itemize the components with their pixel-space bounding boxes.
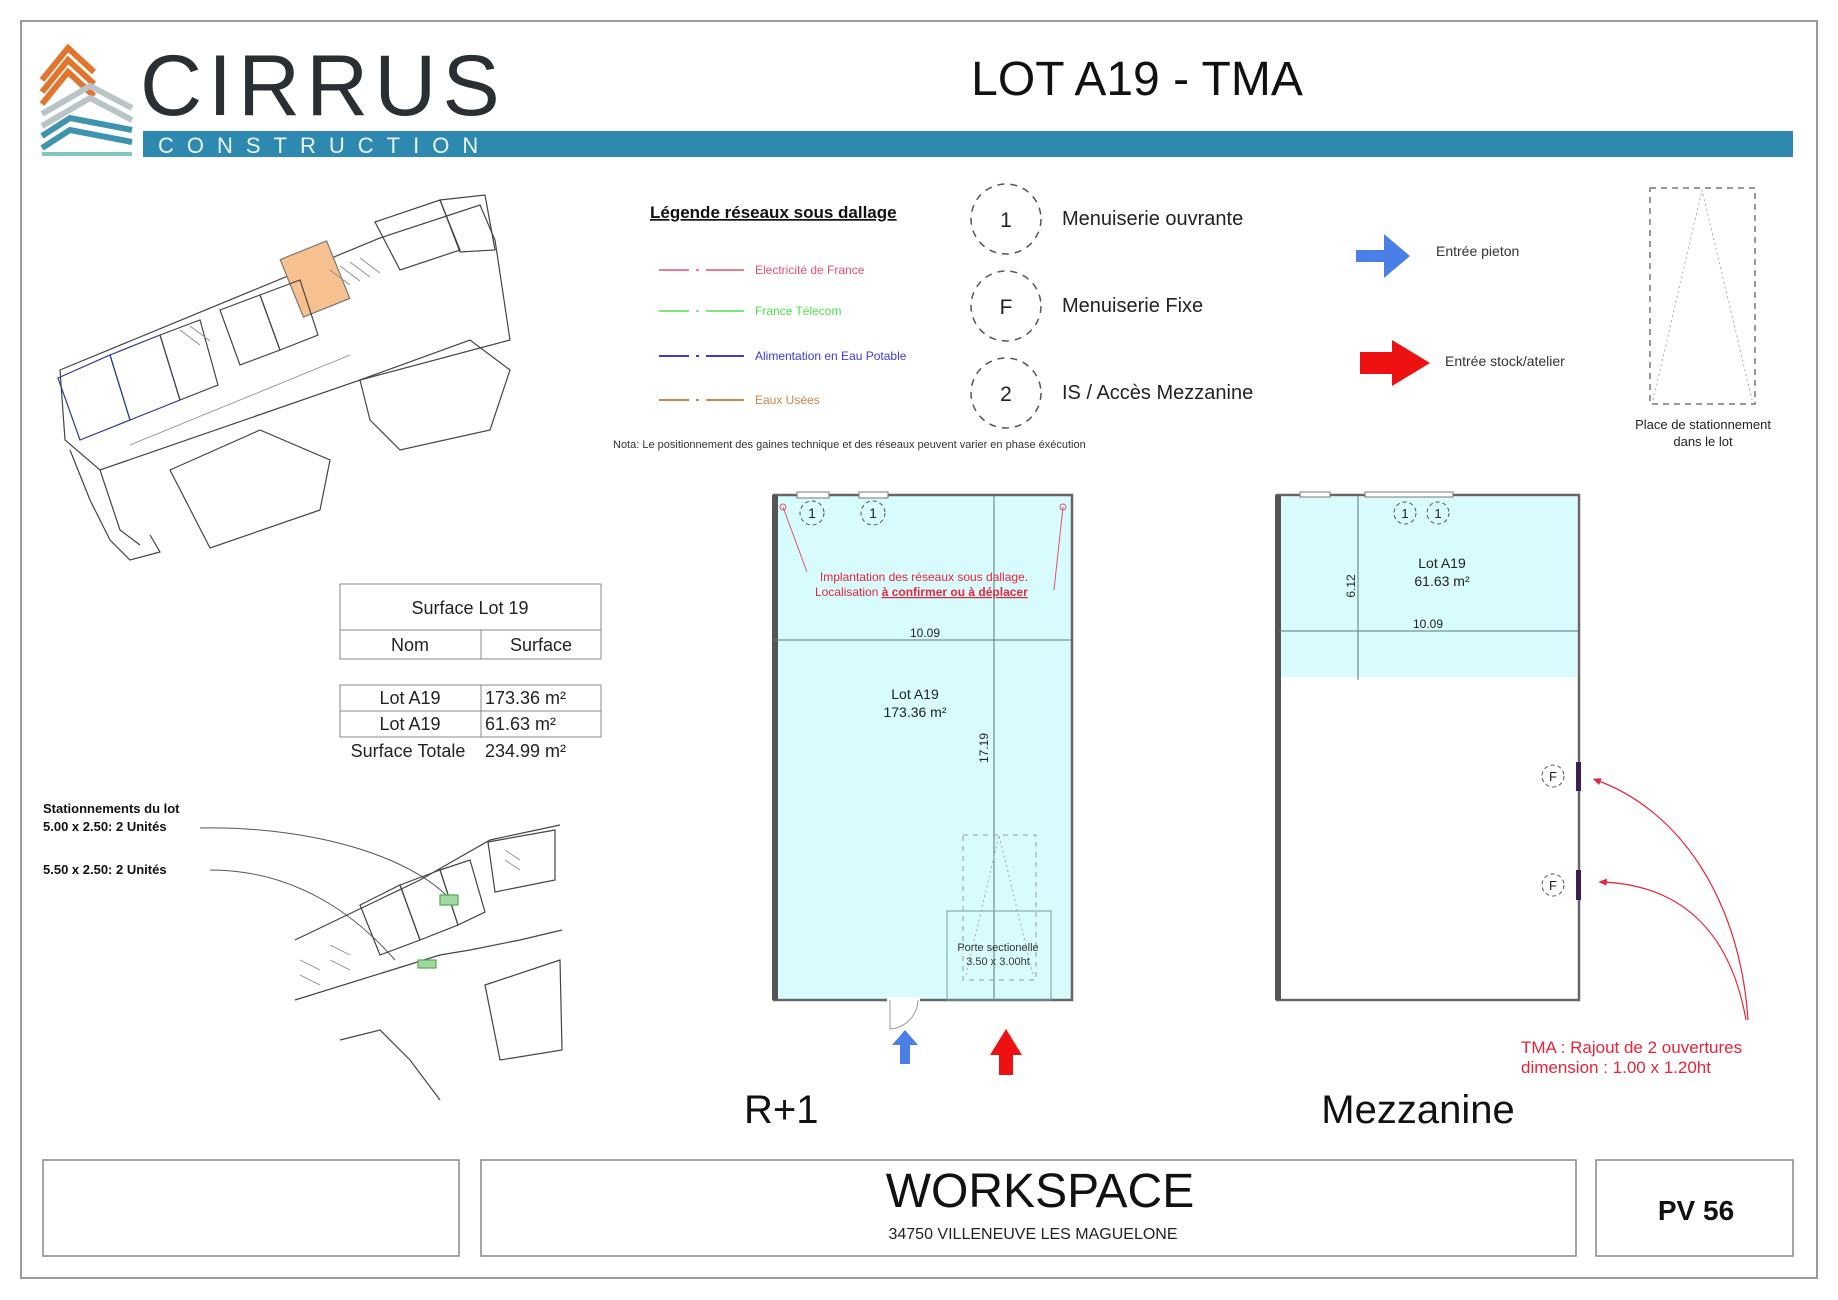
network-note: Localisation à confirmer ou à déplacer (815, 585, 1028, 599)
title-block: WORKSPACE 34750 VILLENEUVE LES MAGUELONE… (42, 1159, 1794, 1257)
symbol-mezzanine-access: 2 IS / Accès Mezzanine (970, 357, 1253, 429)
window-symbol: 1 (1401, 506, 1408, 521)
legend-note: Nota: Le positionnement des gaines techn… (613, 439, 1086, 451)
symbol-legend: 1 Menuiserie ouvrante F Menuiserie Fixe … (970, 183, 1253, 429)
legend-title: Légende réseaux sous dallage (650, 203, 897, 222)
svg-text:Lot A19: Lot A19 (379, 688, 440, 708)
svg-text:173.36 m²: 173.36 m² (485, 688, 566, 708)
project-name: WORKSPACE (886, 1165, 1194, 1218)
svg-text:Lot A19: Lot A19 (379, 714, 440, 734)
symbol-opening-window: 1 Menuiserie ouvrante (970, 183, 1243, 255)
depth-dimension: 17.19 (977, 733, 991, 763)
window-symbol: 1 (1434, 506, 1441, 521)
svg-text:5.50 x 2.50: 2 Unités: 5.50 x 2.50: 2 Unités (43, 862, 167, 877)
legend-item-sewage: Eaux Usées (659, 393, 820, 407)
tma-note: dimension : 1.00 x 1.20ht (1521, 1058, 1711, 1077)
lot-area: 61.63 m² (1414, 573, 1470, 589)
svg-text:Menuiserie Fixe: Menuiserie Fixe (1062, 295, 1203, 317)
total-label: Surface Totale (351, 741, 466, 761)
plan-label-r1: R+1 (744, 1088, 819, 1132)
floor-plan-mezzanine: 1 1 10.09 6.12 Lot A19 61.63 m² F F TMA … (1275, 491, 1749, 1132)
parking-info: Stationnements du lot 5.00 x 2.50: 2 Uni… (43, 801, 456, 961)
lot-area: 173.36 m² (883, 704, 946, 720)
svg-text:Alimentation en Eau Potable: Alimentation en Eau Potable (755, 349, 907, 363)
svg-text:Electricité de France: Electricité de France (755, 263, 865, 277)
footer-empty-box (42, 1159, 460, 1257)
lot-name: Lot A19 (1418, 555, 1466, 571)
depth-dimension: 6.12 (1344, 574, 1358, 598)
svg-text:5.00 x 2.50: 2 Unités: 5.00 x 2.50: 2 Unités (43, 819, 167, 834)
svg-text:2: 2 (1000, 383, 1012, 406)
entrance-legend: Entrée pieton Entrée stock/atelier Place… (1356, 187, 1771, 449)
building-logo-icon (39, 43, 134, 156)
window (796, 491, 830, 499)
svg-text:Menuiserie ouvrante: Menuiserie ouvrante (1062, 208, 1243, 230)
stock-entrance-arrow-icon (990, 1029, 1022, 1075)
legend-item-water: Alimentation en Eau Potable (659, 349, 907, 363)
svg-text:Stationnements du lot: Stationnements du lot (43, 801, 180, 816)
total-value: 234.99 m² (485, 741, 566, 761)
surface-table: Surface Lot 19 Nom Surface Lot A19 173.3… (339, 583, 602, 761)
window (858, 491, 889, 499)
annotation-arrow (1592, 778, 1749, 1021)
page-title: LOT A19 - TMA (971, 53, 1303, 106)
floor-plan-r1: 1 1 10.09 17.19 Implantation des réseaux… (744, 491, 1074, 1132)
parking-space-icon (1649, 187, 1756, 405)
svg-text:F: F (1000, 296, 1013, 319)
width-dimension: 10.09 (1413, 617, 1443, 631)
svg-text:Porte sectionelle: Porte sectionelle (957, 942, 1038, 954)
svg-text:Place de stationnement: Place de stationnement (1635, 417, 1771, 432)
svg-text:Entrée pieton: Entrée pieton (1436, 243, 1519, 259)
sectional-door: Porte sectionelle 3.50 x 3.00ht (946, 834, 1052, 1001)
site-plan-parking (294, 824, 563, 1101)
table-row: Lot A19 61.63 m² (379, 714, 556, 734)
fixed-window-symbol: F (1549, 878, 1557, 893)
logo-subtitle: CONSTRUCTION (158, 133, 491, 158)
plan-label-mezzanine: Mezzanine (1321, 1088, 1514, 1132)
new-opening (1576, 870, 1581, 900)
svg-text:3.50 x 3.00ht: 3.50 x 3.00ht (966, 956, 1030, 968)
fixed-window-symbol: F (1549, 769, 1557, 784)
table-title: Surface Lot 19 (411, 598, 528, 618)
pv-number: PV 56 (1658, 1195, 1734, 1226)
width-dimension: 10.09 (910, 626, 940, 640)
symbol-fixed-window: F Menuiserie Fixe (970, 270, 1203, 342)
logo-wordmark: CIRRUS (140, 38, 506, 134)
entrance-door (889, 999, 919, 1030)
column-header-nom: Nom (391, 635, 429, 655)
legend-item-telecom: France Télecom (659, 304, 841, 318)
column-header-surface: Surface (510, 635, 572, 655)
brand-bar (143, 131, 1793, 157)
lot-name: Lot A19 (891, 686, 939, 702)
pedestrian-entrance-arrow-icon (892, 1030, 918, 1064)
svg-text:IS / Accès Mezzanine: IS / Accès Mezzanine (1062, 382, 1253, 404)
window-symbol: 1 (869, 505, 877, 521)
svg-text:dans le lot: dans le lot (1673, 434, 1733, 449)
project-address: 34750 VILLENEUVE LES MAGUELONE (888, 1226, 1177, 1243)
svg-text:61.63 m²: 61.63 m² (485, 714, 556, 734)
network-legend: Légende réseaux sous dallage Electricité… (613, 203, 1086, 451)
window-symbol: 1 (808, 505, 816, 521)
svg-text:France Télecom: France Télecom (755, 304, 841, 318)
annotation-arrow (1598, 878, 1747, 1021)
legend-item-edf: Electricité de France (659, 263, 865, 277)
pedestrian-arrow-icon (1356, 234, 1410, 278)
stock-entrance-arrow-icon (1360, 340, 1430, 386)
cirrus-logo: CIRRUS CONSTRUCTION (39, 38, 1793, 158)
tma-note: TMA : Rajout de 2 ouvertures (1521, 1038, 1742, 1057)
svg-text:1: 1 (1000, 209, 1012, 232)
new-opening (1576, 762, 1581, 791)
network-note: Implantation des réseaux sous dallage. (820, 570, 1028, 584)
table-row: Lot A19 173.36 m² (379, 688, 566, 708)
site-plan-overview (57, 194, 511, 561)
svg-text:Entrée stock/atelier: Entrée stock/atelier (1445, 353, 1565, 369)
svg-text:Eaux Usées: Eaux Usées (755, 393, 820, 407)
